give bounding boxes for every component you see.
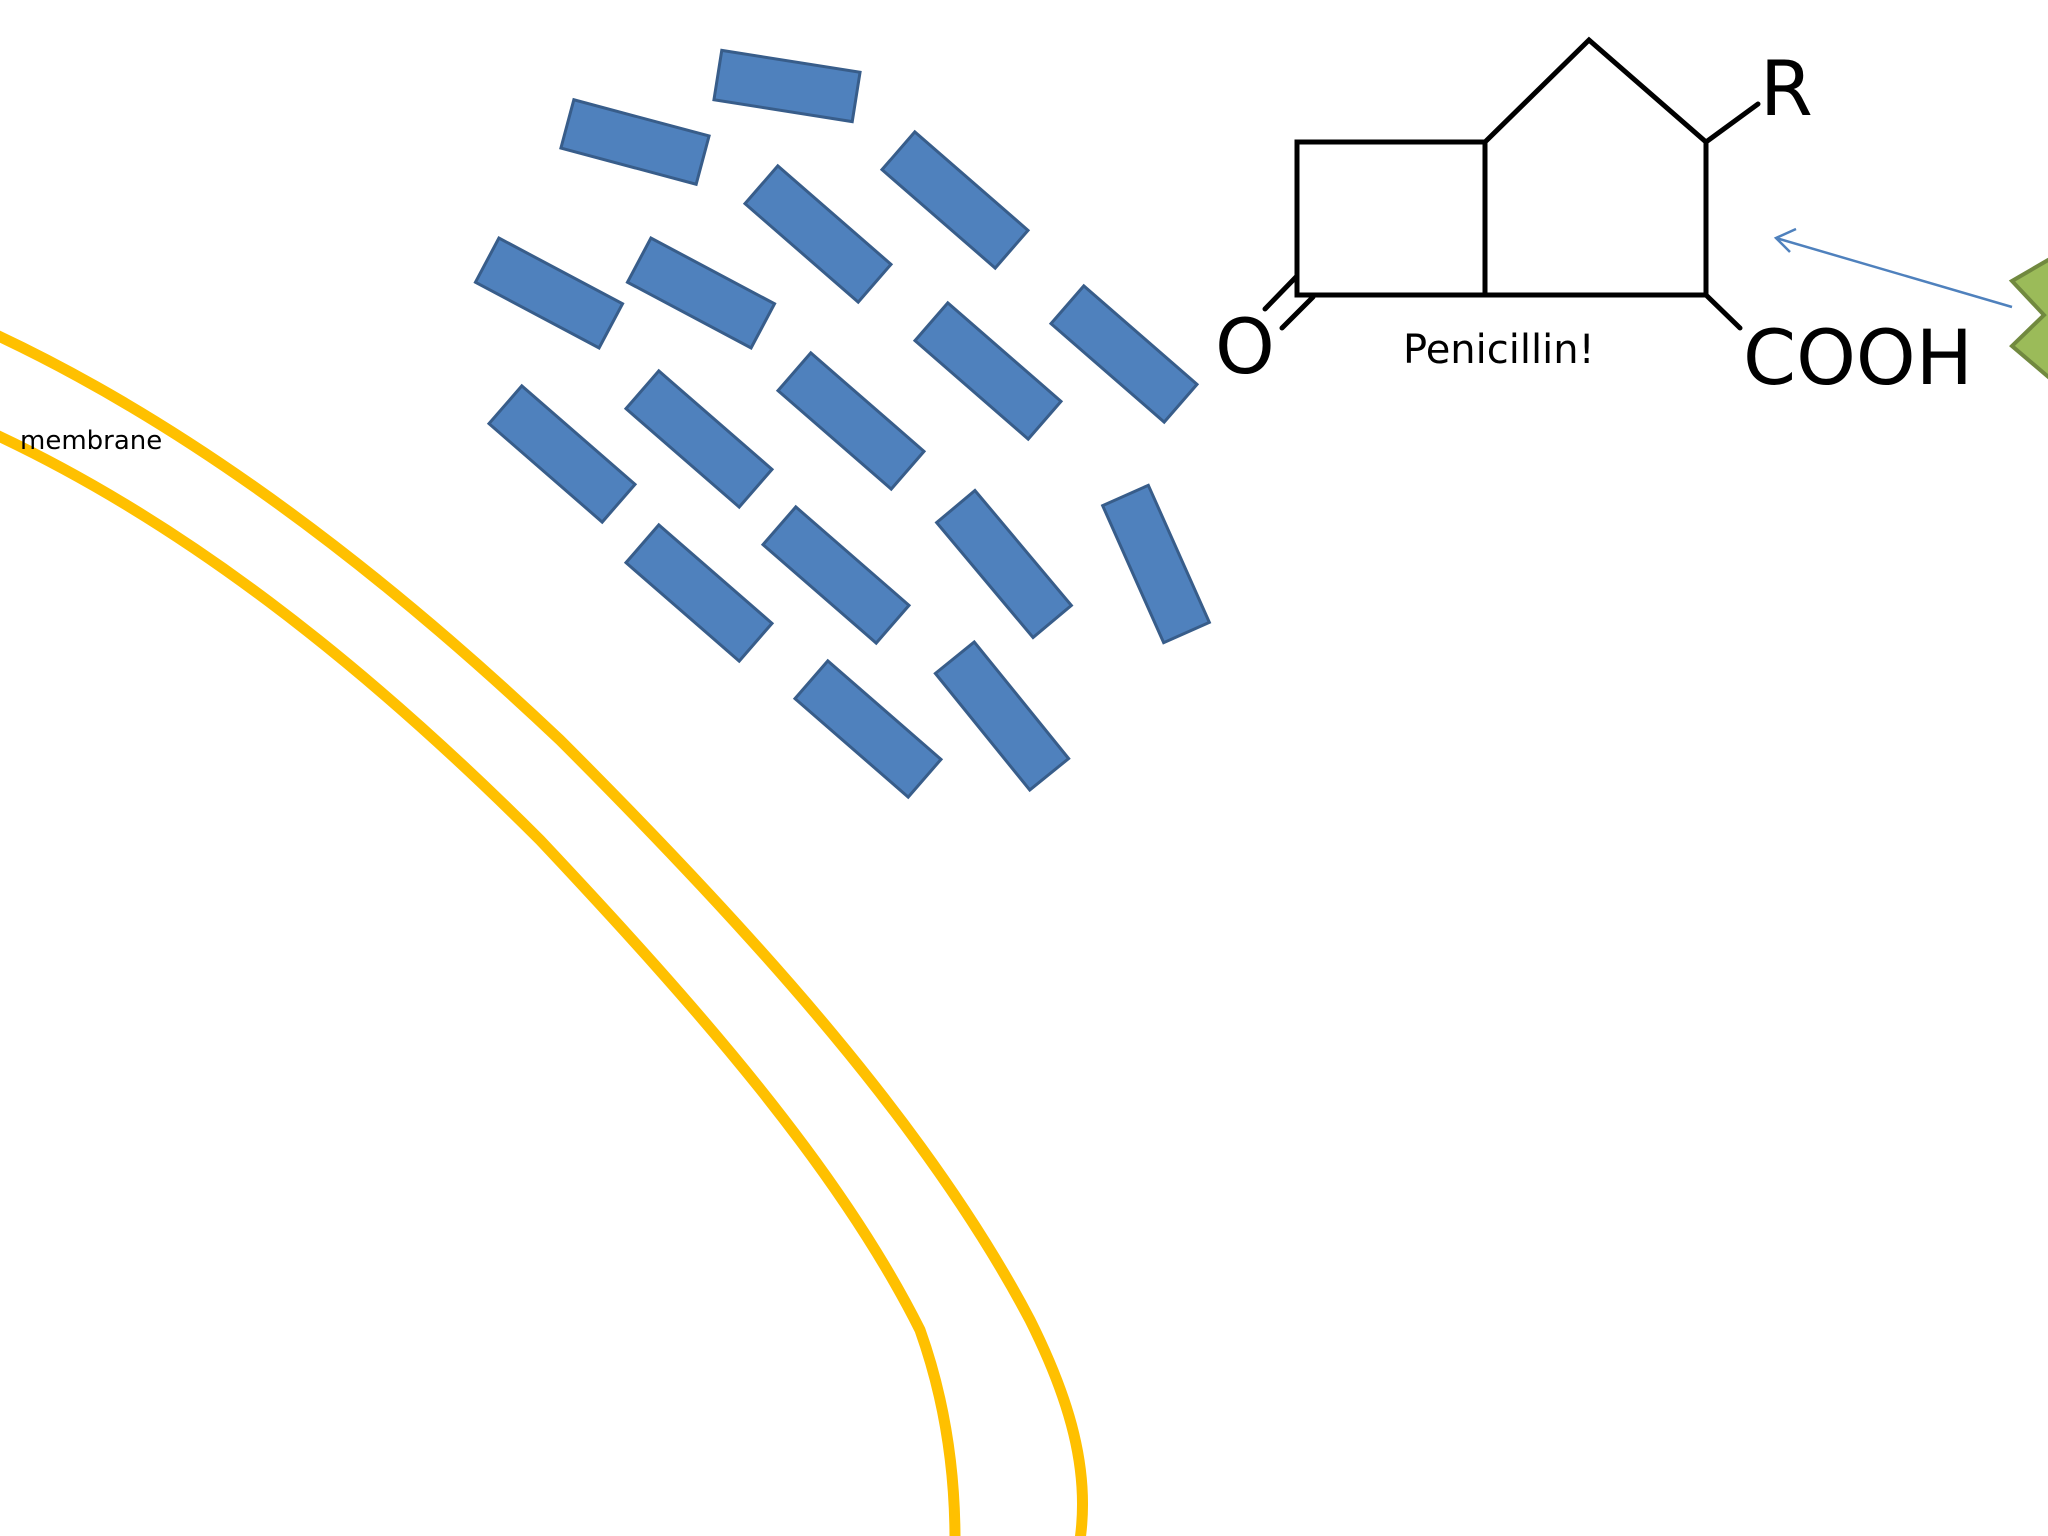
- peptidoglycan-block: [742, 163, 894, 305]
- peptidoglycan-block: [760, 504, 912, 646]
- r-group-bond: [1703, 101, 1761, 145]
- r-group-label: R: [1760, 44, 1813, 133]
- peptidoglycan-block: [623, 522, 775, 664]
- peptidoglycan-block: [792, 658, 944, 800]
- penicillin-label: Penicillin!: [1403, 327, 1595, 373]
- oxygen-atom-label: O: [1215, 302, 1275, 391]
- peptidoglycan-block: [1100, 483, 1212, 645]
- beta-lactam-ring: [1294, 139, 1488, 298]
- arrow-head: [1773, 227, 1797, 253]
- membrane-label: membrane: [20, 426, 162, 456]
- peptidoglycan-block: [625, 236, 777, 350]
- peptidoglycan-block: [933, 639, 1071, 793]
- carbonyl-bond-2: [1279, 294, 1316, 331]
- peptidoglycan-block: [559, 97, 711, 187]
- peptidoglycan-block: [775, 350, 927, 492]
- peptidoglycan-block: [912, 300, 1064, 442]
- cell-membrane: [0, 330, 1089, 1536]
- peptidoglycan-block: [623, 368, 775, 510]
- arrow: [1773, 227, 2013, 309]
- peptidoglycan-layer: [473, 48, 1212, 800]
- membrane-outer-line: [0, 330, 1089, 1536]
- peptidoglycan-block: [486, 383, 638, 525]
- thiazolidine-ring: [1482, 36, 1709, 298]
- peptidoglycan-block: [473, 236, 625, 350]
- enzyme-star-shape: [2008, 257, 2048, 380]
- peptidoglycan-block: [879, 129, 1031, 271]
- membrane-inner-line: [0, 430, 961, 1536]
- penicillin-structure: [1262, 36, 1761, 331]
- carboxyl-group-label: COOH: [1743, 313, 1973, 402]
- peptidoglycan-block: [712, 48, 862, 124]
- carbonyl-bond-1: [1262, 273, 1300, 312]
- peptidoglycan-block: [934, 488, 1074, 640]
- arrow-shaft: [1775, 236, 2013, 309]
- peptidoglycan-block: [1048, 283, 1200, 425]
- carboxyl-bond: [1703, 292, 1743, 331]
